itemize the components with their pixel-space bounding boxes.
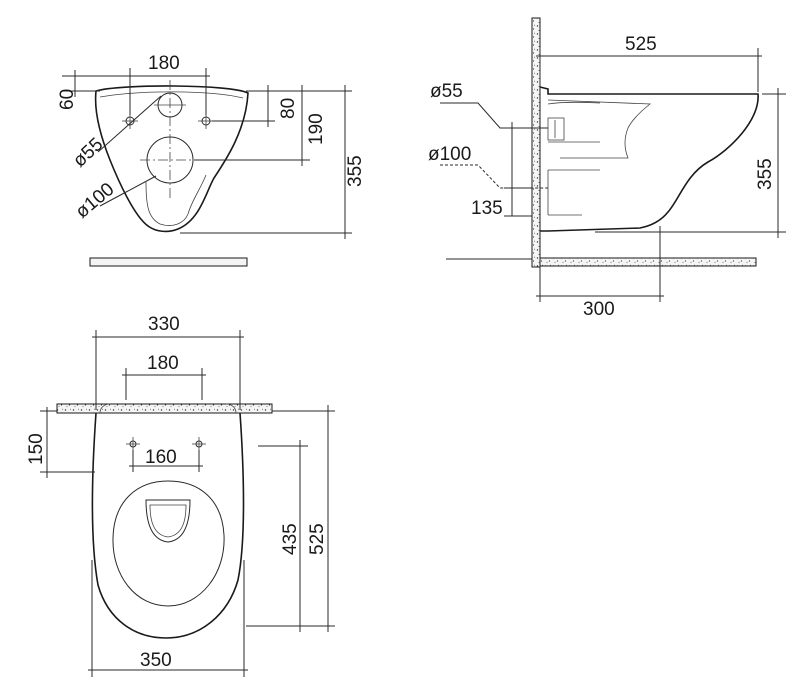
side-dim-dia55: ø55 (430, 81, 463, 102)
top-dim-350: 350 (140, 650, 172, 671)
front-dim-355: 355 (345, 155, 366, 187)
side-bowl-outline (539, 86, 759, 232)
front-dim-dia55: ø55 (69, 134, 107, 172)
front-bowl-rim (99, 91, 244, 99)
side-floor-slab (539, 257, 757, 267)
side-dim-135: 135 (471, 198, 503, 219)
front-dim-180: 180 (148, 53, 180, 74)
front-dim-80: 80 (278, 98, 299, 119)
side-dim-355: 355 (755, 158, 776, 190)
front-bowl-outline (94, 85, 249, 233)
top-bowl-opening (145, 499, 191, 543)
side-dim-300: 300 (583, 299, 615, 320)
front-dim-60: 60 (57, 89, 78, 110)
top-dim-330: 330 (148, 314, 180, 335)
front-bowl-inner (145, 174, 207, 226)
top-dim-435: 435 (280, 523, 301, 555)
side-view: 525 355 ø55 ø100 135 300 (428, 17, 786, 320)
top-seat-inner (112, 480, 225, 607)
top-bowl-outline (91, 412, 245, 639)
top-wall-slab (56, 403, 273, 414)
top-dim-525: 525 (307, 523, 328, 555)
front-dim-190: 190 (306, 113, 327, 145)
side-dim-525: 525 (625, 34, 657, 55)
side-dim-dia100: ø100 (428, 144, 471, 165)
top-dim-150: 150 (26, 433, 47, 465)
top-dim-160: 160 (145, 447, 177, 468)
side-wall (531, 17, 541, 268)
top-dim-180: 180 (147, 353, 179, 374)
top-view: 330 180 150 160 435 525 350 (26, 314, 335, 677)
front-view: 180 60 80 190 355 ø55 ø100 (57, 53, 366, 267)
front-floor-slab (89, 257, 248, 267)
front-dim-dia100: ø100 (72, 179, 119, 223)
